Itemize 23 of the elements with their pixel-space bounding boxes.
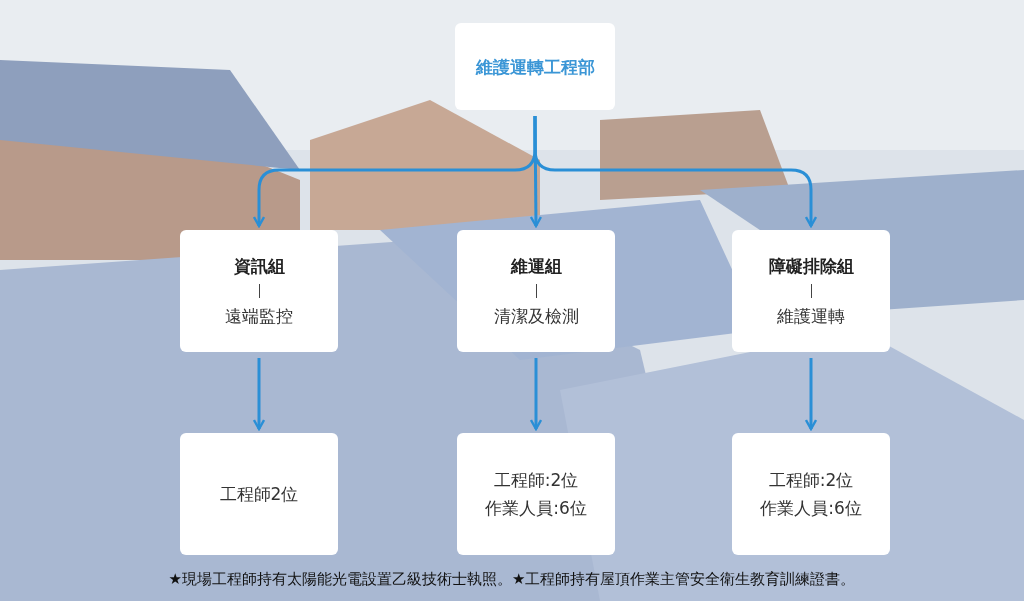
team-box (457, 433, 615, 555)
arrow (252, 358, 266, 431)
arrow (804, 358, 818, 431)
team-duty: 清潔及檢測 (493, 305, 579, 328)
team-name: 資訊組 (233, 255, 285, 278)
staff-count: 工程師:2位 (768, 469, 854, 492)
arrow (533, 116, 818, 228)
team-name: 維運組 (510, 255, 562, 278)
staff-count: 工程師2位 (219, 483, 299, 506)
team-box (180, 230, 338, 352)
department-name: 維護運轉工程部 (475, 55, 595, 79)
staff-count: 工程師:2位 (493, 469, 579, 492)
staff-count: 作業人員:6位 (760, 497, 862, 520)
team-box (732, 230, 890, 352)
arrow (529, 358, 543, 431)
team-name: 障礙排除組 (768, 255, 854, 278)
team-duty: 維護運轉 (777, 305, 845, 328)
staff-count: 作業人員:6位 (485, 497, 587, 520)
footnote: ★現場工程師持有太陽能光電設置乙級技術士執照。★工程師持有屋頂作業主管安全衛生教育訓練證書。 (167, 570, 857, 589)
staff-box (180, 433, 338, 555)
team-box (732, 433, 890, 555)
team-box (457, 230, 615, 352)
team-duty: 遠端監控 (225, 305, 293, 328)
